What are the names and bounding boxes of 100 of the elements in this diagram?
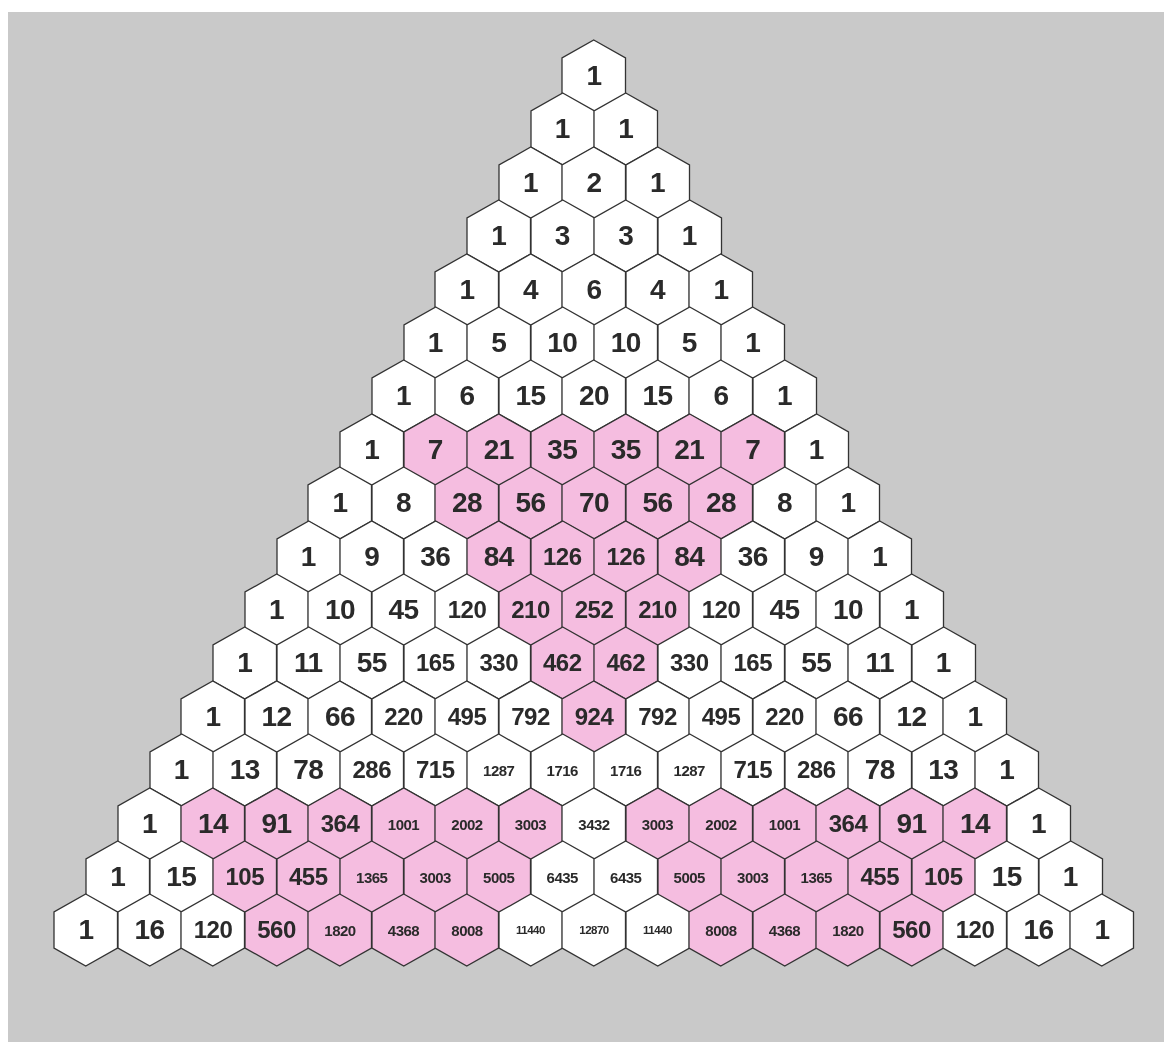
hexagon-cell bbox=[689, 253, 753, 326]
cell-number: 36 bbox=[420, 540, 451, 573]
cell-number: 36 bbox=[737, 540, 768, 573]
cell-number: 10 bbox=[547, 327, 578, 359]
cell-number: 1 bbox=[903, 594, 920, 626]
cell-number: 1 bbox=[649, 166, 666, 199]
cell-number: 9 bbox=[364, 540, 380, 573]
cell-number: 1 bbox=[618, 113, 634, 146]
hexagon-cell bbox=[721, 413, 785, 486]
cell-number: 462 bbox=[606, 649, 645, 678]
cell-number: 16 bbox=[1023, 914, 1054, 947]
hexagon-cell bbox=[435, 894, 499, 967]
hexagon-cell bbox=[657, 200, 721, 273]
cell-number: 1716 bbox=[546, 761, 578, 779]
cell-number: 1 bbox=[745, 327, 761, 359]
cell-number: 56 bbox=[515, 487, 546, 520]
cell-number: 35 bbox=[547, 433, 578, 466]
cell-number: 14 bbox=[959, 807, 991, 840]
hexagon-cell bbox=[435, 253, 499, 326]
cell-number: 560 bbox=[257, 916, 296, 945]
cell-number: 1287 bbox=[483, 761, 515, 779]
hexagon-cell bbox=[816, 894, 880, 967]
cell-number: 120 bbox=[955, 916, 995, 945]
cell-number: 14 bbox=[197, 807, 229, 840]
cell-number: 1820 bbox=[832, 921, 864, 939]
cell-number: 1 bbox=[554, 113, 570, 146]
cell-number: 56 bbox=[642, 487, 673, 520]
cell-number: 1365 bbox=[800, 868, 832, 886]
cell-number: 495 bbox=[701, 702, 741, 731]
cell-number: 715 bbox=[416, 756, 455, 785]
cell-number: 495 bbox=[447, 702, 487, 731]
cell-number: 12870 bbox=[579, 924, 609, 937]
cell-number: 15 bbox=[515, 380, 546, 413]
cell-number: 1365 bbox=[356, 868, 388, 886]
hexagon-cell bbox=[721, 307, 785, 379]
cell-number: 1 bbox=[1094, 914, 1110, 947]
hexagon-cell bbox=[117, 894, 182, 967]
hexagon-cell bbox=[752, 360, 817, 433]
cell-number: 15 bbox=[642, 380, 673, 413]
hexagon-cell bbox=[911, 627, 975, 700]
cell-number: 3432 bbox=[578, 815, 610, 833]
cell-number: 210 bbox=[511, 596, 550, 624]
cell-number: 6435 bbox=[610, 868, 642, 886]
cell-number: 120 bbox=[701, 596, 741, 624]
cell-number: 1 bbox=[173, 754, 189, 787]
cell-number: 78 bbox=[864, 754, 895, 787]
hexagon-cell bbox=[244, 894, 309, 967]
hexagon-cell bbox=[530, 93, 594, 166]
cell-number: 78 bbox=[293, 754, 324, 787]
cell-number: 1001 bbox=[387, 815, 420, 833]
cell-number: 1 bbox=[586, 60, 602, 92]
cell-number: 6 bbox=[459, 380, 475, 413]
cell-number: 330 bbox=[479, 649, 518, 678]
hexagon-cell bbox=[943, 680, 1007, 753]
hexagon-cell bbox=[371, 360, 436, 433]
cell-number: 210 bbox=[638, 596, 677, 624]
hexagon-cell bbox=[625, 253, 690, 326]
cell-number: 91 bbox=[261, 807, 292, 840]
cell-number: 1 bbox=[840, 487, 856, 520]
cell-number: 1820 bbox=[324, 921, 356, 939]
cell-number: 9 bbox=[808, 540, 824, 573]
cell-number: 11 bbox=[865, 647, 895, 680]
cell-number: 16 bbox=[134, 914, 165, 947]
cell-number: 792 bbox=[638, 702, 677, 731]
cell-number: 1 bbox=[427, 327, 443, 359]
cell-number: 1 bbox=[364, 433, 380, 466]
cell-number: 1 bbox=[776, 380, 793, 413]
hexagon-cell bbox=[244, 574, 309, 646]
cell-number: 1001 bbox=[768, 815, 801, 833]
hexagon-cell bbox=[752, 894, 817, 967]
cell-number: 3003 bbox=[641, 815, 674, 833]
hexagon-cell bbox=[1070, 894, 1134, 967]
hexagon-cell bbox=[594, 734, 658, 807]
cell-number: 1 bbox=[300, 540, 316, 573]
cell-number: 7 bbox=[427, 433, 443, 466]
cell-number: 1 bbox=[999, 754, 1015, 787]
hexagon-cell bbox=[562, 40, 626, 112]
hexagon-cell bbox=[435, 360, 499, 433]
cell-number: 1 bbox=[491, 220, 507, 253]
cell-number: 1 bbox=[110, 861, 126, 893]
hexagon-cell bbox=[975, 734, 1039, 807]
cell-number: 12 bbox=[896, 700, 927, 733]
hexagon-cell bbox=[181, 680, 245, 753]
cell-number: 66 bbox=[832, 700, 864, 733]
cell-number: 11 bbox=[293, 647, 323, 680]
cell-number: 45 bbox=[388, 594, 419, 626]
cell-number: 70 bbox=[578, 487, 610, 520]
cell-number: 6 bbox=[586, 273, 602, 306]
cell-number: 120 bbox=[193, 916, 233, 945]
cell-number: 1 bbox=[967, 700, 983, 733]
cell-number: 1 bbox=[808, 433, 824, 466]
cell-number: 11440 bbox=[643, 924, 672, 937]
cell-number: 12 bbox=[261, 700, 292, 733]
hexagon-cell bbox=[594, 200, 658, 273]
hexagon-cell bbox=[54, 894, 118, 967]
cell-number: 91 bbox=[896, 807, 927, 840]
cell-number: 4368 bbox=[387, 921, 420, 939]
cell-number: 1 bbox=[141, 807, 158, 840]
hexagon-cell bbox=[943, 894, 1007, 967]
cell-number: 55 bbox=[356, 647, 387, 680]
